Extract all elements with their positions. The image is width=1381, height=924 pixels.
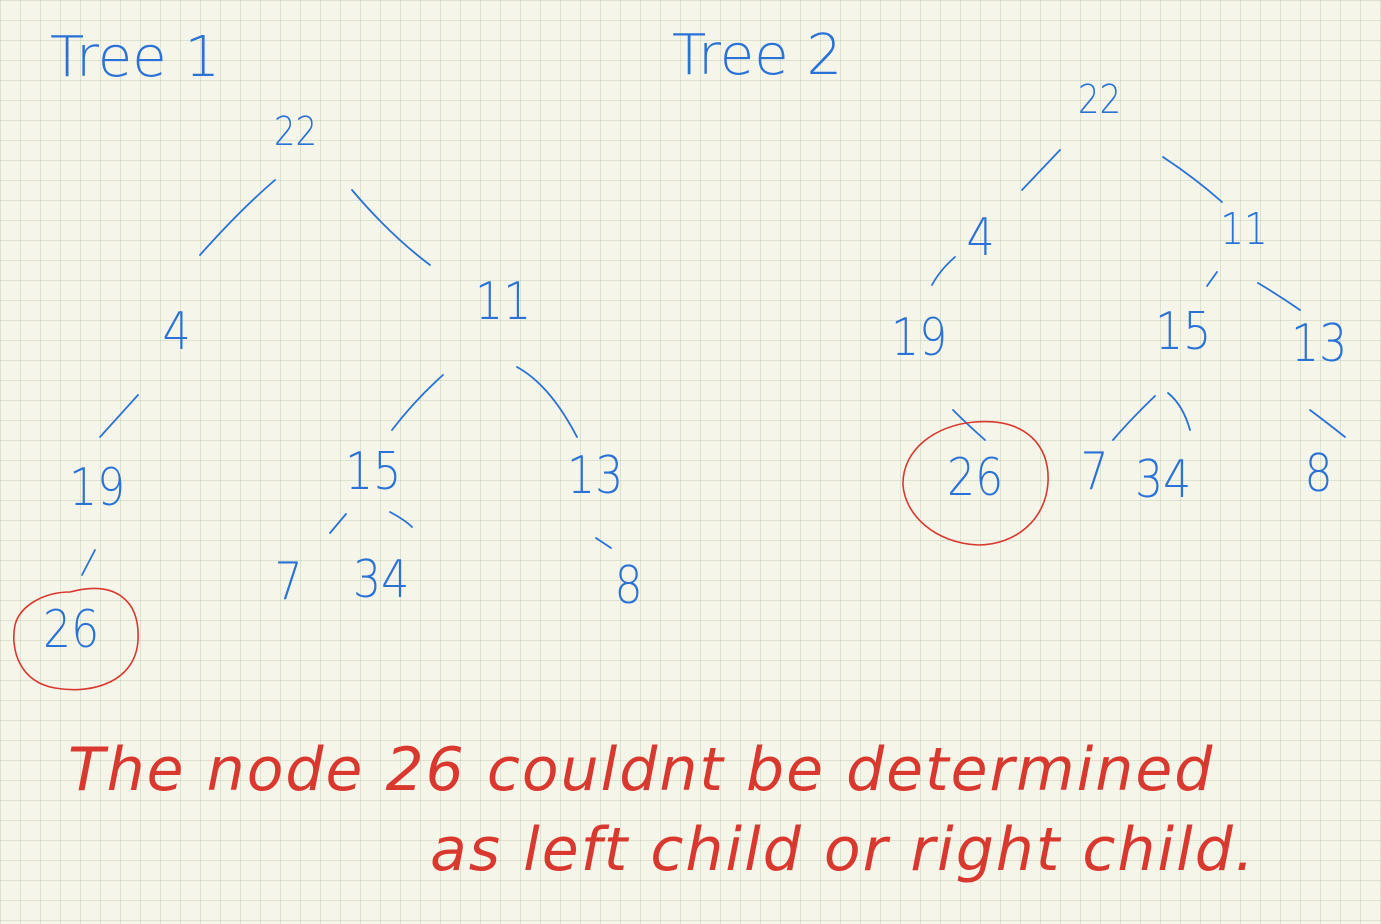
edge-t1-11-13 xyxy=(516,366,578,438)
edge-t1-11-15 xyxy=(391,374,444,431)
tree1-node-26: 26 xyxy=(42,600,100,660)
tree2-node-13: 13 xyxy=(1290,314,1348,374)
edge-t2-4-19 xyxy=(931,256,956,286)
edge-t2-15-7 xyxy=(1112,395,1156,441)
edge-t2-11-15 xyxy=(1206,271,1218,287)
edge-t1-13-8 xyxy=(595,537,612,549)
tree1-node-8: 8 xyxy=(614,556,643,616)
edge-t2-13-8 xyxy=(1309,409,1346,438)
edge-t2-11-13 xyxy=(1257,282,1301,311)
tree1-title: Tree 1 xyxy=(50,25,221,90)
tree2-title: Tree 2 xyxy=(672,23,843,88)
tree2-node-4: 4 xyxy=(966,208,995,268)
edge-t1-19-26 xyxy=(81,549,96,576)
edge-t1-15-34 xyxy=(389,511,413,528)
tree2-node-11: 11 xyxy=(1220,204,1268,255)
tree1-node-34: 34 xyxy=(352,550,410,610)
tree1-node-19: 19 xyxy=(68,458,126,518)
tree1-node-22: 22 xyxy=(273,109,318,155)
tree1-node-13: 13 xyxy=(566,446,624,506)
edge-t1-4-19 xyxy=(99,394,139,438)
edge-t1-22-11 xyxy=(351,189,431,266)
tree1-node-11: 11 xyxy=(474,272,532,332)
tree2-node-34: 34 xyxy=(1134,450,1192,510)
tree2-node-8: 8 xyxy=(1304,444,1333,504)
edge-t2-19-26 xyxy=(952,409,986,441)
edge-t2-22-11 xyxy=(1162,156,1223,203)
circle-t2-26 xyxy=(902,420,1049,546)
tree1-node-7: 7 xyxy=(274,552,303,612)
circle-t1-26 xyxy=(13,587,139,691)
edge-t2-15-34 xyxy=(1167,392,1191,431)
tree2-node-7: 7 xyxy=(1080,442,1109,502)
tree2-node-22: 22 xyxy=(1077,77,1122,123)
annotation-line-1: The node 26 couldnt be determined xyxy=(68,735,1215,805)
tree2-node-19: 19 xyxy=(890,308,948,368)
edge-t1-22-4 xyxy=(199,179,276,256)
tree1-node-15: 15 xyxy=(344,442,402,502)
tree2-node-26: 26 xyxy=(946,448,1004,508)
edge-t2-22-4 xyxy=(1021,149,1061,191)
tree2-node-15: 15 xyxy=(1154,302,1212,362)
edge-t1-15-7 xyxy=(329,513,347,534)
annotation-line-2: as left child or right child. xyxy=(430,815,1256,885)
tree1-node-4: 4 xyxy=(162,302,191,362)
